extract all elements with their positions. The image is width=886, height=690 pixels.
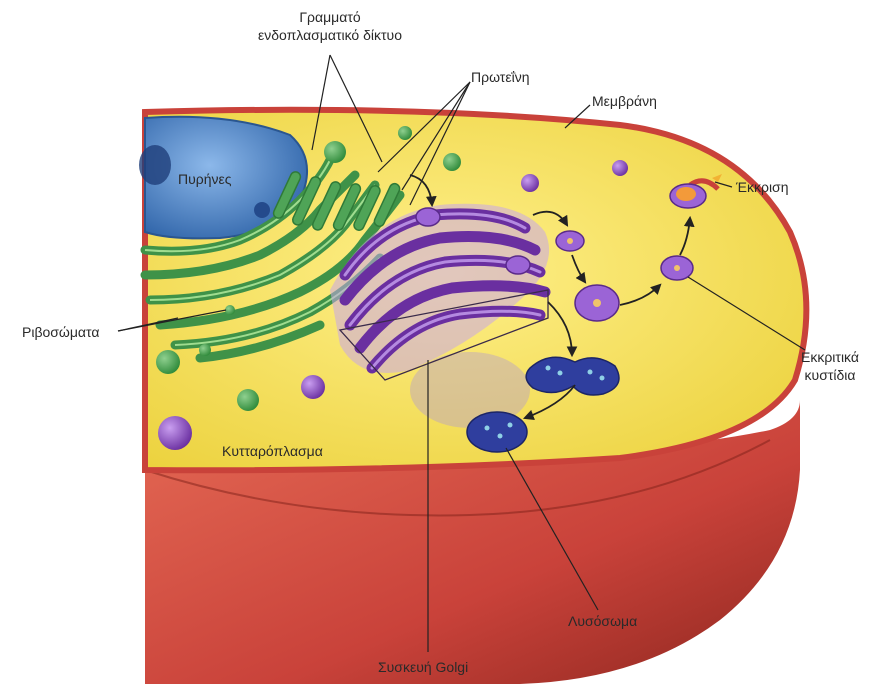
label-membrane: Μεμβράνη <box>592 92 657 110</box>
label-rough-er-line2: ενδοπλασματικό δίκτυο <box>210 26 450 44</box>
label-rough-er: Γραμματό ενδοπλασματικό δίκτυο <box>210 8 450 44</box>
label-protein: Πρωτεΐνη <box>471 68 529 86</box>
label-lysosome: Λυσόσωμα <box>568 612 637 630</box>
label-golgi: Συσκευή Golgi <box>378 658 468 676</box>
label-cytoplasm: Κυτταρόπλασμα <box>222 442 323 460</box>
label-secretory-vesicles: Εκκριτικά κυστίδια <box>782 348 878 384</box>
label-ribosomes: Ριβοσώματα <box>22 323 99 341</box>
label-secretory-vesicles-line2: κυστίδια <box>782 366 878 384</box>
label-nucleus: Πυρήνες <box>178 170 232 188</box>
label-rough-er-line1: Γραμματό <box>210 8 450 26</box>
label-secretion: Έκκριση <box>736 178 788 196</box>
label-secretory-vesicles-line1: Εκκριτικά <box>782 348 878 366</box>
